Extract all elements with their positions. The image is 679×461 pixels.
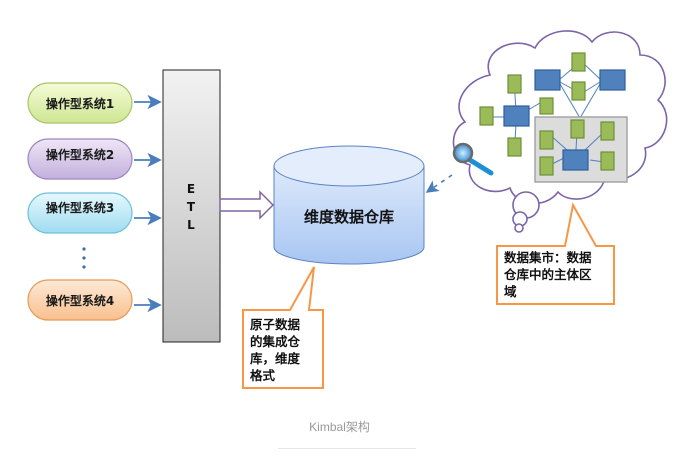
blue-node: [562, 149, 589, 171]
etl-letter-t: T: [187, 200, 196, 214]
callout-line: 域: [504, 284, 517, 299]
green-node: [571, 52, 586, 72]
source-system-label: 操作型系统2: [46, 147, 114, 162]
source-system-label: 操作型系统1: [46, 96, 114, 111]
blue-node: [534, 69, 561, 91]
dimensional-warehouse-cylinder: 维度数据仓库: [273, 145, 425, 265]
callout-line: 库，维度: [250, 351, 301, 366]
warehouse-callout: 原子数据 的集成仓 库，维度 格式: [242, 266, 324, 389]
callout-line: 原子数据: [250, 317, 301, 332]
green-node: [600, 121, 615, 141]
source-system-1: 操作型系统1: [27, 82, 133, 124]
green-node: [600, 151, 615, 171]
mart-to-warehouse-dashed-arrow: [425, 174, 453, 193]
callout-line: 的集成仓: [250, 334, 301, 349]
figure-caption: Kimbal架构: [309, 420, 370, 434]
source-system-2: 操作型系统2: [27, 138, 133, 180]
green-node: [570, 119, 585, 139]
warehouse-label: 维度数据仓库: [304, 208, 394, 226]
callout-line: 数据集市：数据: [503, 250, 592, 265]
green-node: [539, 130, 554, 150]
callout-line: 仓库中的主体区: [503, 267, 592, 282]
green-node: [507, 137, 522, 157]
source-system-label: 操作型系统4: [46, 293, 114, 308]
source-system-label: 操作型系统3: [46, 200, 114, 215]
source-to-etl-arrows: [134, 94, 162, 313]
etl-box: E T L: [162, 69, 221, 343]
blue-node: [599, 69, 626, 91]
etl-letter-l: L: [187, 218, 195, 232]
green-node: [507, 74, 522, 94]
green-node: [539, 97, 554, 115]
callout-line: 格式: [250, 368, 276, 383]
blue-node: [503, 105, 530, 127]
data-mart-callout: 数据集市：数据 仓库中的主体区 域: [496, 202, 615, 305]
caption-divider: [278, 448, 416, 449]
source-system-4: 操作型系统4: [27, 279, 133, 321]
magnifier-icon: [452, 142, 494, 176]
green-node: [571, 81, 586, 101]
etl-to-warehouse-arrow: [219, 190, 275, 220]
green-node: [479, 106, 494, 126]
etl-letter-e: E: [187, 182, 195, 196]
data-mart-network: [479, 52, 628, 183]
ellipsis-dots: [82, 247, 86, 269]
green-node: [539, 156, 554, 176]
source-system-3: 操作型系统3: [27, 192, 133, 234]
